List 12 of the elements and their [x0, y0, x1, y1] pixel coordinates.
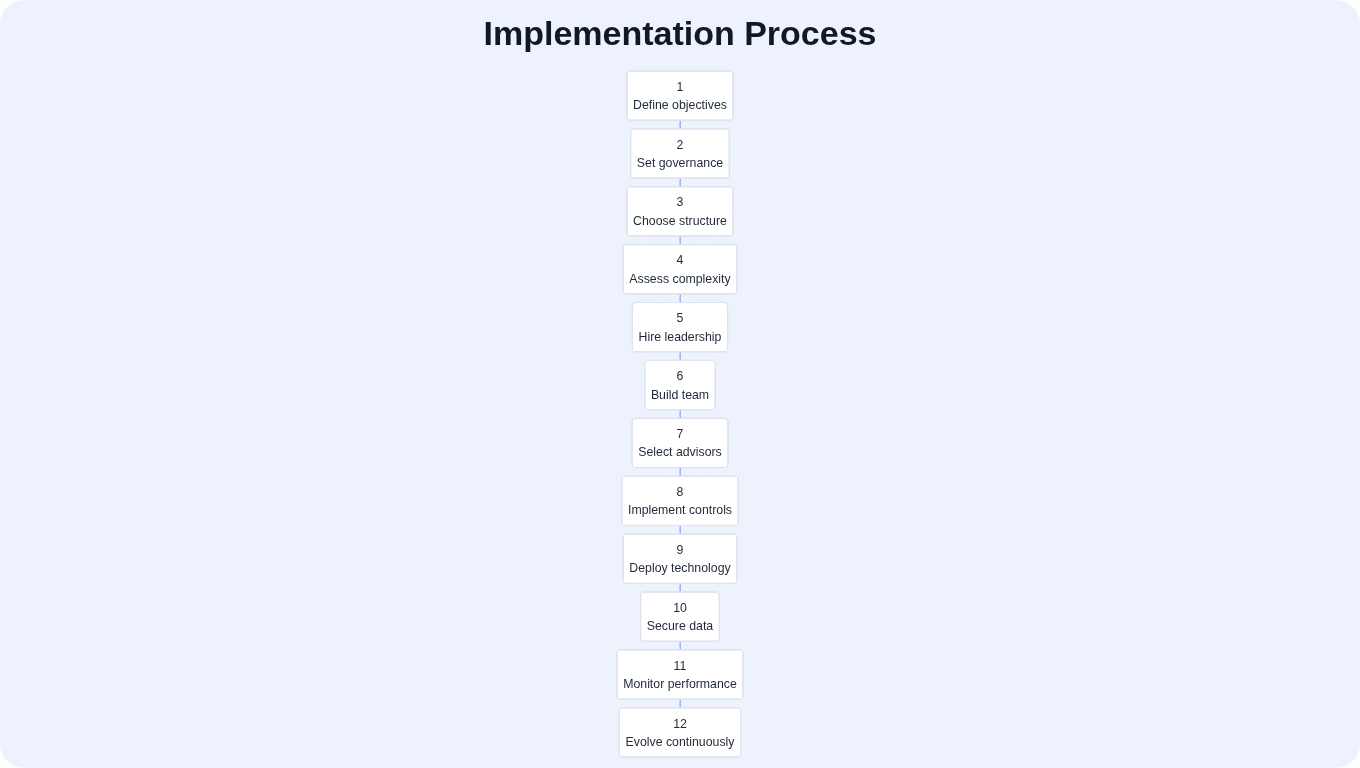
- connector: [679, 293, 681, 304]
- connector: [679, 583, 681, 593]
- connector: [679, 120, 681, 130]
- diagram-title: Implementation Process: [482, 14, 878, 53]
- connector: [679, 409, 681, 420]
- connector: [679, 351, 681, 362]
- connector: [679, 699, 681, 709]
- connector: [679, 467, 681, 477]
- connector: [679, 525, 681, 535]
- connector: [679, 235, 681, 246]
- connector: [679, 177, 681, 188]
- connector: [679, 641, 681, 651]
